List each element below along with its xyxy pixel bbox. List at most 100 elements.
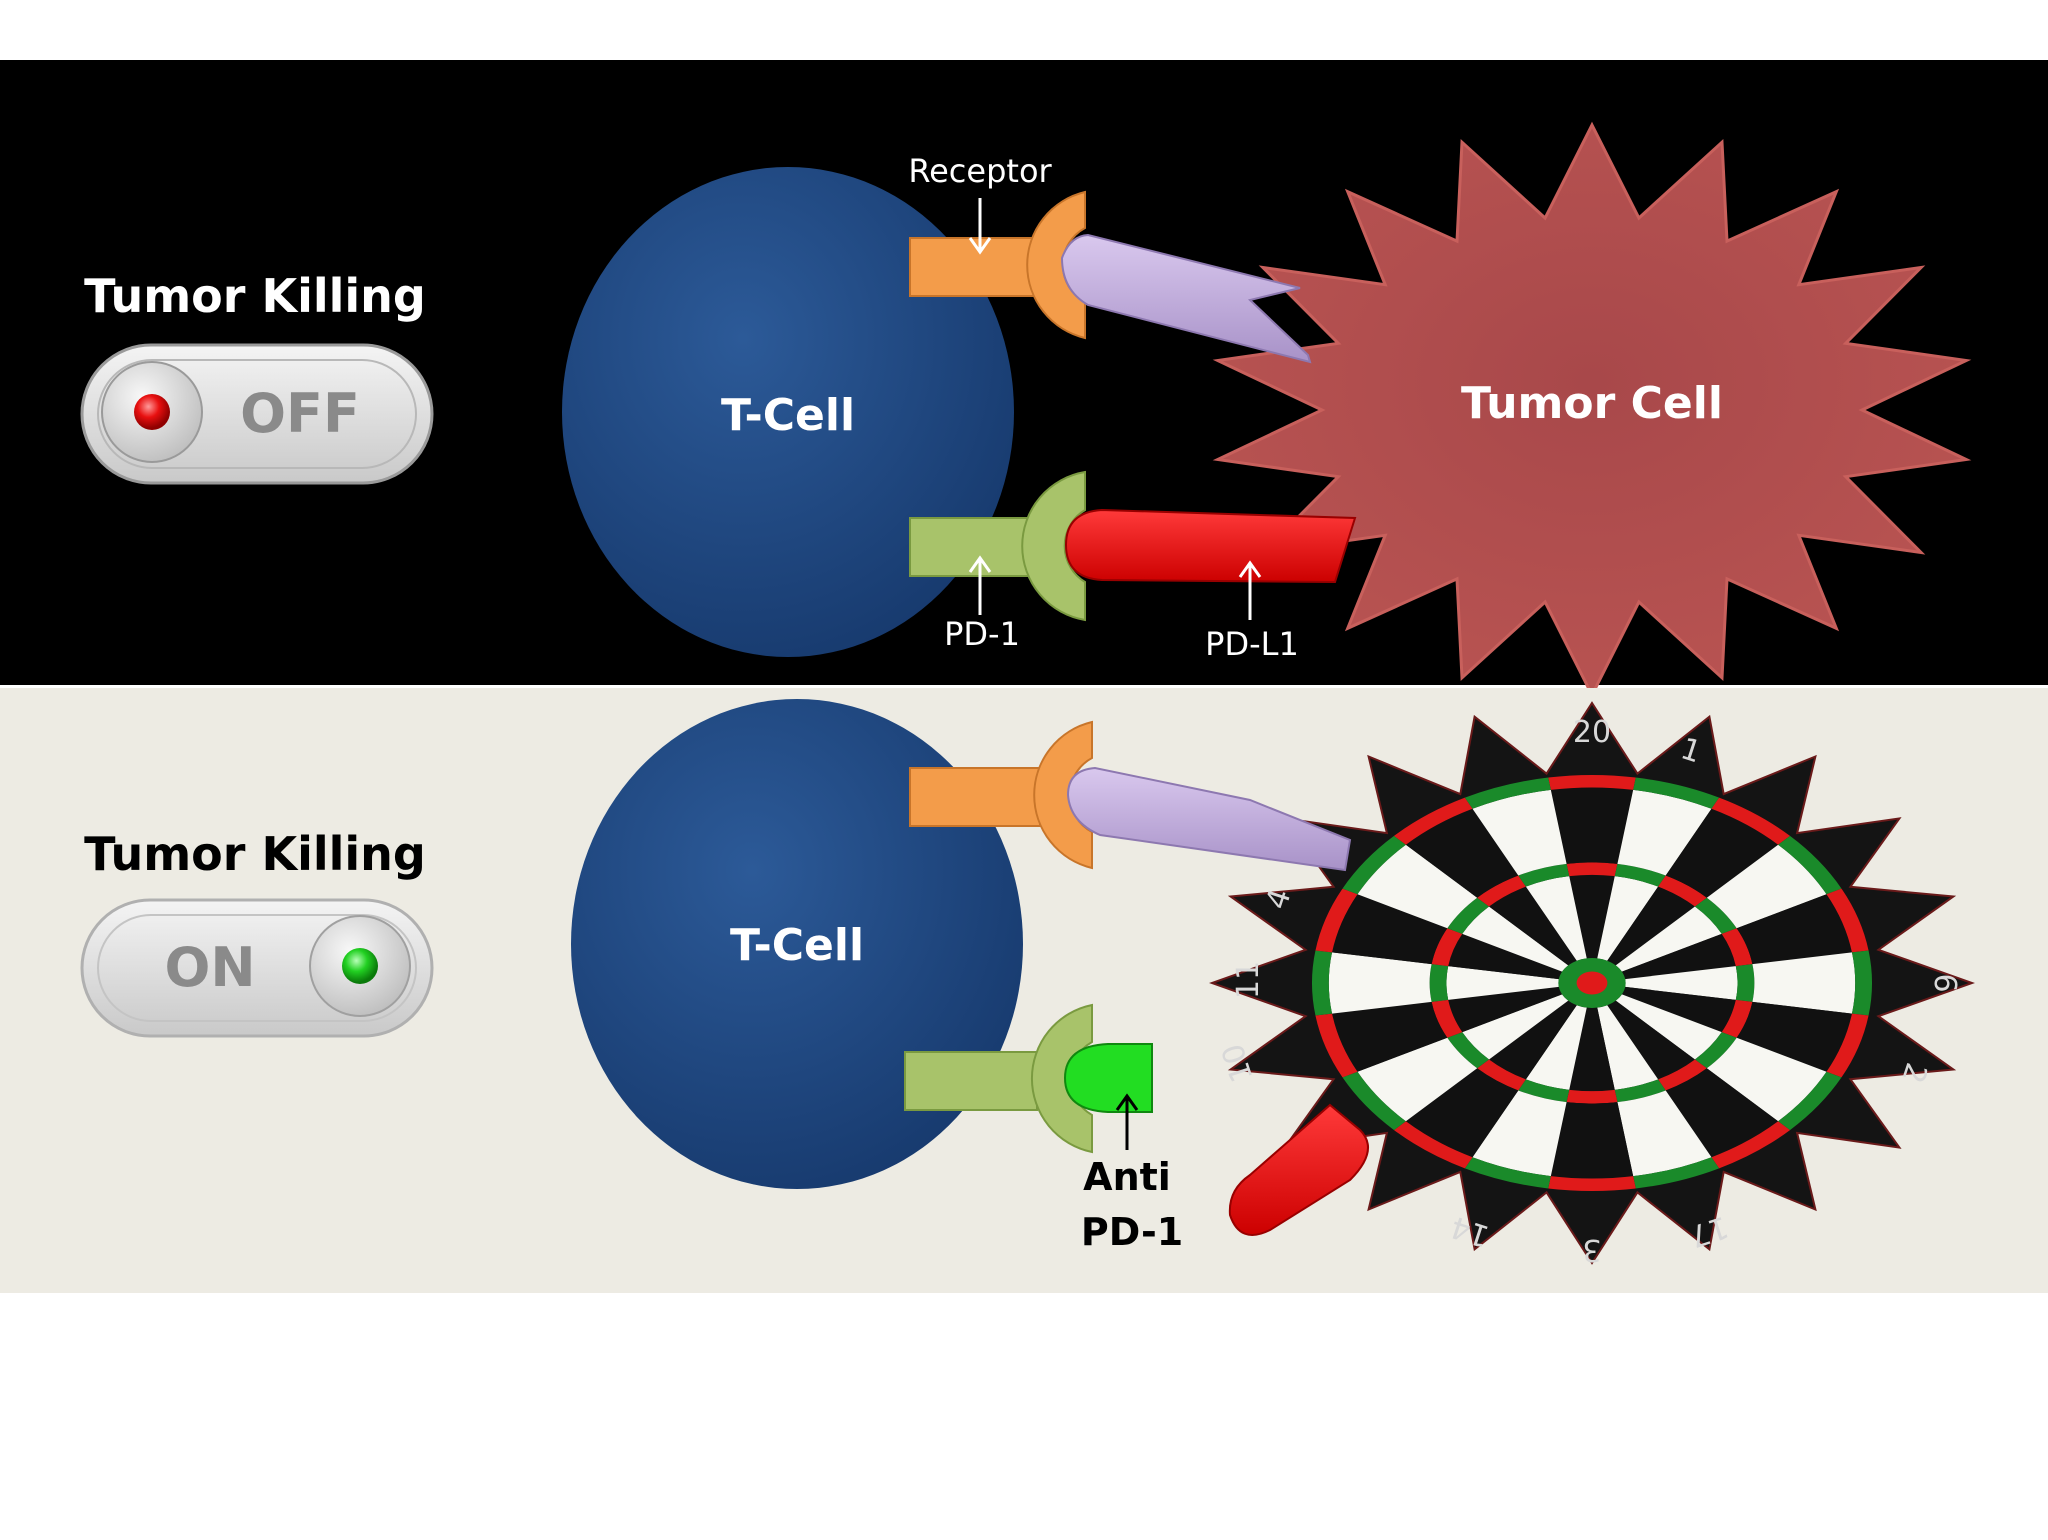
dartboard-segment	[1615, 906, 1722, 972]
dartboard-segment	[1633, 777, 1720, 809]
top-switch-state: OFF	[240, 382, 360, 445]
dartboard-segment	[1525, 876, 1587, 961]
dartboard-segment	[1489, 1000, 1577, 1080]
dartboard-segment	[1694, 897, 1737, 934]
dartboard-segment	[1462, 994, 1569, 1060]
dartboard-segment	[1464, 777, 1551, 809]
dartboard-segment	[1621, 933, 1736, 980]
dartboard-segment	[1464, 1157, 1551, 1189]
dartboard-segment	[1448, 933, 1563, 980]
top-panel: Tumor Killing OFF T-Cell Tumor Cell	[0, 60, 2048, 699]
dartboard-segment	[1394, 797, 1473, 845]
dartboard-segment	[1706, 844, 1827, 929]
dartboard-segment	[1826, 1013, 1869, 1078]
dartboard-segment	[1431, 928, 1463, 967]
dartboard-segment	[1489, 886, 1577, 966]
dartboard-number: 11	[1231, 961, 1266, 999]
dartboard-segment	[1607, 1000, 1695, 1080]
dartboard-segment	[1405, 1068, 1519, 1158]
dartboard-segment	[1711, 797, 1790, 845]
dartboard-segment	[1615, 994, 1722, 1060]
dartboard-segment	[1735, 964, 1755, 1002]
pd1-arrow-icon	[968, 555, 992, 615]
pdl1-ligand	[1064, 508, 1357, 584]
top-switch-off[interactable]: OFF	[80, 343, 434, 485]
top-receptor	[909, 190, 1086, 340]
bottom-purple-ligand	[1066, 766, 1352, 872]
dartboard-segment	[1429, 964, 1449, 1002]
dartboard-segment	[1752, 952, 1856, 1014]
receptor-label: Receptor	[908, 152, 1052, 190]
dartboard-segment	[1721, 928, 1753, 967]
dartboard-number: 6	[1927, 973, 1962, 992]
dartboard-segment	[1736, 1001, 1852, 1072]
dartboard-segment	[1548, 775, 1636, 790]
dartboard-segments	[1312, 775, 1873, 1192]
red-led-icon	[134, 394, 170, 430]
dartboard-segment	[1597, 876, 1659, 961]
green-led-icon	[342, 948, 378, 984]
dartboard-segment	[1826, 888, 1869, 953]
dartboard-segment	[1405, 808, 1519, 898]
dartboard-segment	[1518, 1079, 1570, 1103]
dartboard-segment	[1477, 875, 1526, 907]
dartboard-segment	[1448, 986, 1563, 1033]
anti-pd1-antibody	[1063, 1043, 1153, 1113]
anti-pd1-label-line2: PD-1	[1081, 1210, 1183, 1254]
dartboard-segment	[1694, 1032, 1737, 1069]
dartboard-segment	[1315, 1013, 1358, 1078]
dartboard-segment	[1614, 1079, 1666, 1103]
dartboard-segment	[1711, 1121, 1790, 1169]
dartboard-segment	[1736, 894, 1852, 965]
receptor-arrow-icon	[968, 198, 992, 255]
dartboard-segment	[1446, 966, 1559, 1000]
dartboard-segment	[1621, 986, 1736, 1033]
pdl1-label: PD-L1	[1205, 625, 1299, 663]
dartboard-segment	[1357, 844, 1478, 929]
dartboard-inner-bull	[1576, 971, 1608, 995]
dartboard-segment	[1658, 1059, 1707, 1091]
dartboard-segment	[1597, 1005, 1659, 1090]
bottom-t-cell-label: T-Cell	[730, 920, 864, 971]
pd1-label: PD-1	[944, 615, 1020, 653]
dartboard-segment	[1312, 950, 1333, 1016]
dartboard-segment	[1315, 888, 1358, 953]
dartboard-segment	[1525, 1005, 1587, 1090]
dartboard-number: 3	[1582, 1232, 1601, 1267]
top-t-cell	[562, 167, 1014, 657]
bottom-pd1	[904, 1003, 1093, 1154]
top-t-cell-label: T-Cell	[721, 390, 855, 441]
dartboard-segment	[1617, 789, 1712, 876]
dartboard-segment	[1394, 1121, 1473, 1169]
dartboard-segment	[1342, 835, 1406, 895]
dartboard-segment	[1778, 835, 1842, 895]
displaced-pdl1	[1228, 1103, 1369, 1236]
dartboard-segment	[1548, 1176, 1636, 1192]
dartboard-segment	[1566, 1089, 1618, 1104]
dartboard-segment	[1357, 1037, 1478, 1122]
bottom-switch-state: ON	[164, 936, 255, 999]
dartboard-segment	[1328, 952, 1432, 1014]
dartboard-segment	[1447, 897, 1490, 934]
dartboard-segment	[1472, 789, 1567, 876]
dartboard-segment	[1778, 1071, 1842, 1131]
dartboard-segment	[1617, 1090, 1712, 1177]
anti-pd1-arrow-icon	[1115, 1093, 1139, 1150]
anti-pd1-label-line1: Anti	[1083, 1155, 1171, 1199]
dartboard-segment	[1665, 1068, 1779, 1158]
dartboard-segment	[1472, 1090, 1567, 1177]
dartboard-segment	[1851, 950, 1873, 1016]
dartboard-segment	[1569, 874, 1615, 959]
dartboard-segment	[1569, 1007, 1615, 1092]
pdl1-arrow-icon	[1238, 560, 1262, 620]
dartboard-segment	[1447, 1032, 1490, 1069]
dartboard-segment	[1332, 1001, 1448, 1072]
bottom-switch-on[interactable]: ON	[80, 898, 434, 1038]
dartboard-segment	[1625, 966, 1738, 1000]
dartboard-segment	[1431, 999, 1463, 1038]
top-purple-ligand	[1060, 233, 1312, 364]
dartboard-segment	[1706, 1037, 1827, 1122]
